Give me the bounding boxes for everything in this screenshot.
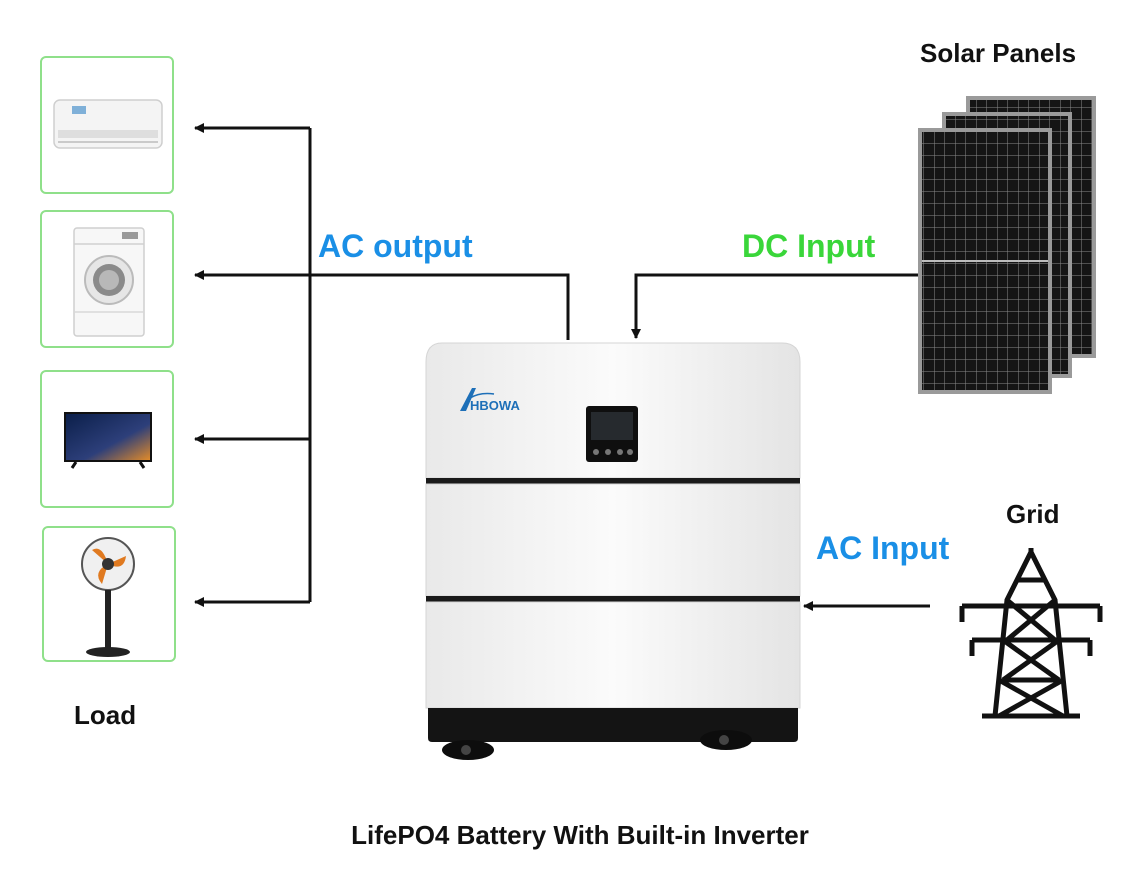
dc-input-label: DC Input [742, 228, 876, 264]
diagram-caption: LifePO4 Battery With Built-in Inverter [351, 820, 809, 850]
ac-input-label: AC Input [816, 530, 950, 566]
brand-logo-mark [460, 388, 495, 411]
dc-input-wiring [631, 273, 918, 339]
grid-pylon-icon [959, 548, 1103, 719]
television-icon [64, 412, 152, 469]
battery-module-1 [425, 483, 801, 597]
load-card-washing-machine [40, 210, 174, 348]
ac-output-label: AC output [318, 228, 473, 264]
brand-logo-text: HBOWA [470, 398, 520, 413]
battery-cabinet: HBOWA [425, 342, 801, 760]
cabinet-base [428, 708, 798, 742]
air-conditioner-icon [53, 99, 163, 149]
solar-panels [918, 96, 1096, 394]
load-card-fan [42, 526, 176, 662]
load-label: Load [74, 700, 137, 730]
load-card-air-conditioner [40, 56, 174, 194]
lcd-screen [591, 412, 633, 440]
ac-output-wiring [194, 123, 570, 607]
ac-output-trunk [310, 273, 570, 340]
grid-label: Grid [1006, 499, 1060, 529]
fan-icon [81, 537, 135, 657]
washing-machine-icon [73, 227, 145, 337]
solar-panels-label: Solar Panels [920, 38, 1077, 68]
load-card-television [40, 370, 174, 508]
battery-module-2 [425, 601, 801, 709]
